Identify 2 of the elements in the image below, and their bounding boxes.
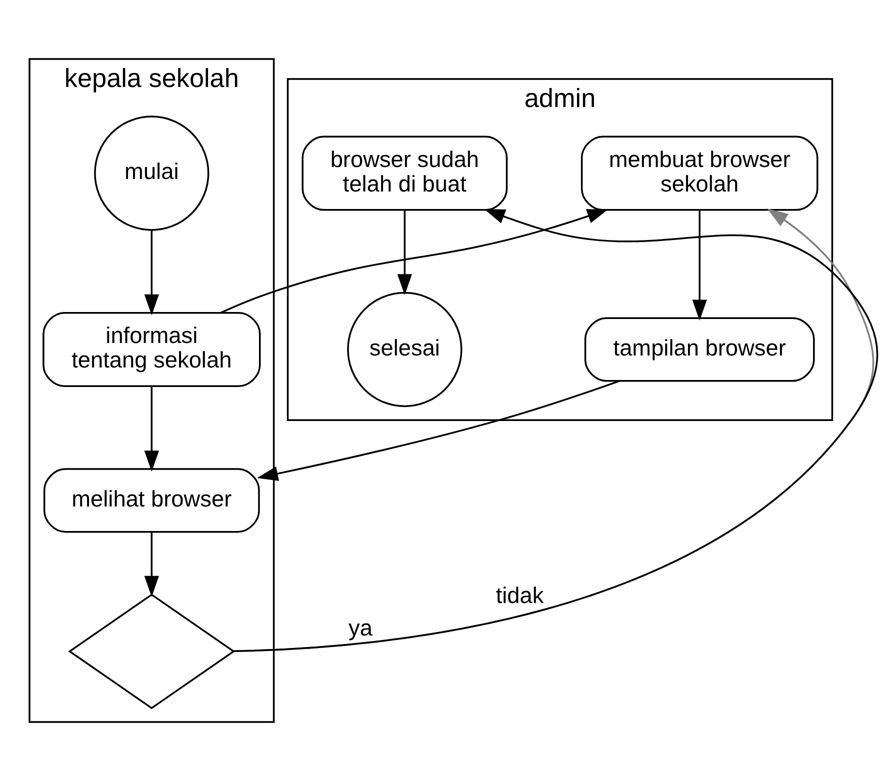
edge-label: ya <box>348 614 372 640</box>
edge-label: tidak <box>496 582 544 608</box>
